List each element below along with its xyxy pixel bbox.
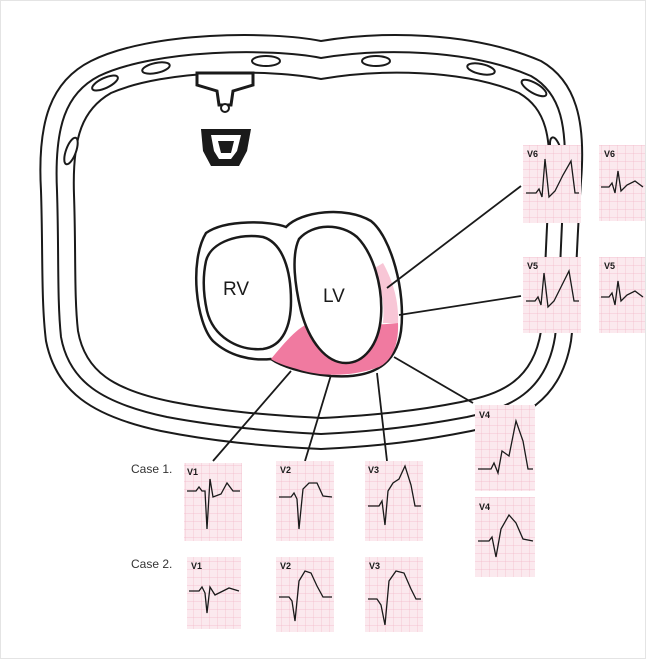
lead-label: V1 [191, 561, 202, 571]
ecg-panel-v5-right: V5 [599, 257, 645, 333]
ecg-panel-case1-v1: V1 [184, 463, 242, 541]
lead-label: V5 [604, 261, 615, 271]
lead-label: V3 [369, 561, 380, 571]
lead-label: V2 [280, 561, 291, 571]
rib-sections [62, 56, 565, 166]
lead-label: V6 [527, 149, 538, 159]
lead-label: V5 [527, 261, 538, 271]
lead-label: V4 [479, 502, 490, 512]
ecg-panel-case2-v3: V3 [365, 557, 423, 632]
vertebra [197, 73, 253, 166]
case-2-label: Case 2. [131, 557, 172, 571]
lead-label: V1 [187, 467, 198, 477]
lead-label: V2 [280, 465, 291, 475]
case-1-label: Case 1. [131, 462, 172, 476]
ecg-panel-v5-left: V5 [523, 257, 581, 333]
lead-label: V4 [479, 410, 490, 420]
rv-label: RV [223, 279, 249, 300]
ecg-panel-v6-right: V6 [599, 145, 645, 221]
ecg-panel-v4-lower: V4 [475, 497, 535, 577]
ecg-panel-v6-left: V6 [523, 145, 581, 223]
lv-label: LV [323, 286, 345, 307]
ecg-panel-case1-v3: V3 [365, 461, 423, 541]
lead-label: V3 [368, 465, 379, 475]
ecg-panel-case2-v1: V1 [187, 557, 241, 629]
ecg-panel-v4-upper: V4 [475, 405, 535, 491]
lead-label: V6 [604, 149, 615, 159]
ecg-panel-case2-v2: V2 [276, 557, 334, 632]
ecg-panel-case1-v2: V2 [276, 461, 334, 541]
